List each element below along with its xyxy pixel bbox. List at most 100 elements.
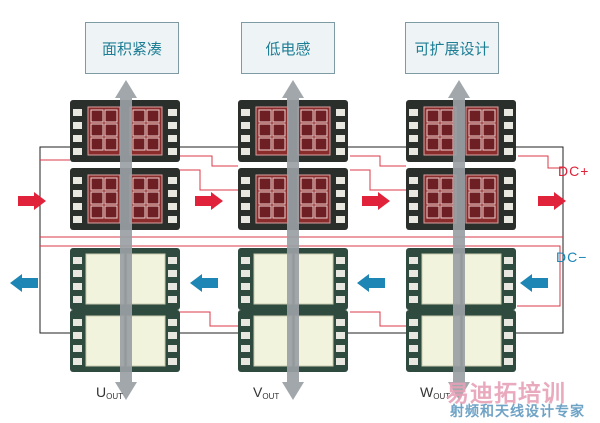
chip-pin: [168, 177, 177, 184]
chip-pin: [336, 319, 345, 326]
watermark-brand: 易迪拓培训: [446, 381, 566, 407]
die-cell: [314, 191, 328, 205]
label-scalable-design-text: 可扩展设计: [414, 39, 490, 58]
die-cell: [258, 177, 272, 191]
dc-positive-label: DC+: [558, 163, 590, 179]
chip-pin: [409, 109, 418, 116]
u-out-letter: U: [96, 384, 107, 400]
chip-pin: [73, 135, 82, 142]
chip-pin: [336, 345, 345, 352]
chip-pin: [168, 283, 177, 290]
label-compact-area: 面积紧凑: [85, 22, 179, 74]
w-out-subscript: OUT: [433, 392, 451, 401]
u-out-subscript: OUT: [106, 392, 124, 401]
capacitor-pad: [462, 315, 502, 367]
chip-pin: [73, 122, 82, 129]
chip-pin: [73, 177, 82, 184]
output-arrows: [115, 80, 470, 400]
die-cell: [258, 137, 272, 151]
die-cell: [104, 191, 118, 205]
chip-pin: [73, 109, 82, 116]
chip-pin: [73, 332, 82, 339]
v-out-subscript: OUT: [262, 392, 280, 401]
dc-positive-flow-arrow: [18, 192, 46, 210]
chip-pin: [409, 216, 418, 223]
die-cell: [272, 109, 286, 123]
capacitor-pad: [126, 253, 166, 305]
chip-pin: [409, 332, 418, 339]
chip-pin: [168, 190, 177, 197]
die-cell: [258, 123, 272, 137]
die-cell: [90, 205, 104, 219]
die-cell: [482, 191, 496, 205]
die-cell: [258, 109, 272, 123]
chip-pin: [73, 203, 82, 210]
capacitor-pad: [85, 253, 125, 305]
chip-pin: [168, 296, 177, 303]
die-cell: [300, 123, 314, 137]
dc-positive-flow-arrow: [195, 192, 223, 210]
current-flow-arrows: [10, 192, 566, 292]
w-out-label: WOUT: [420, 384, 450, 401]
die-cell: [468, 205, 482, 219]
chip-pin: [73, 358, 82, 365]
w-out-letter: W: [420, 384, 434, 400]
die-cell: [426, 177, 440, 191]
label-low-inductance: 低电感: [241, 22, 335, 74]
label-low-inductance-text: 低电感: [265, 39, 311, 58]
chip-pin: [504, 203, 513, 210]
capacitor-pad: [85, 315, 125, 367]
chip-pin: [336, 203, 345, 210]
die-cell: [482, 123, 496, 137]
chip-pin: [241, 257, 250, 264]
chip-pin: [241, 358, 250, 365]
die-cell: [90, 109, 104, 123]
die-cell: [146, 109, 160, 123]
chip-pin: [409, 257, 418, 264]
die-cell: [482, 109, 496, 123]
chip-pin: [504, 135, 513, 142]
chip-pin: [409, 148, 418, 155]
chip-pin: [168, 203, 177, 210]
chip-pin: [336, 148, 345, 155]
power-chip: [238, 100, 348, 162]
die-cell: [314, 137, 328, 151]
die-cell: [468, 123, 482, 137]
chip-pin: [409, 270, 418, 277]
chip-pin: [504, 319, 513, 326]
chip-pin: [336, 122, 345, 129]
chip-pin: [168, 332, 177, 339]
capacitor-pad: [462, 253, 502, 305]
chip-pin: [504, 270, 513, 277]
chip-pin: [409, 122, 418, 129]
chip-pin: [168, 109, 177, 116]
chip-pin: [504, 257, 513, 264]
die-cell: [426, 137, 440, 151]
chip-pin: [336, 296, 345, 303]
die-cell: [104, 137, 118, 151]
die-cell: [258, 191, 272, 205]
die-cell: [104, 109, 118, 123]
chip-pin: [504, 332, 513, 339]
chip-pin: [409, 177, 418, 184]
chip-pin: [168, 135, 177, 142]
die-cell: [300, 109, 314, 123]
die-cell: [90, 137, 104, 151]
die-cell: [314, 205, 328, 219]
die-cell: [468, 177, 482, 191]
die-cell: [132, 109, 146, 123]
chip-pin: [241, 148, 250, 155]
chip-array: [70, 100, 516, 372]
die-cell: [146, 177, 160, 191]
chip-pin: [336, 283, 345, 290]
die-cell: [272, 191, 286, 205]
chip-pin: [73, 283, 82, 290]
chip-pin: [336, 257, 345, 264]
die-cell: [90, 191, 104, 205]
chip-pin: [504, 148, 513, 155]
chip-pin: [504, 345, 513, 352]
capacitor-pad: [294, 253, 334, 305]
chip-pin: [504, 283, 513, 290]
